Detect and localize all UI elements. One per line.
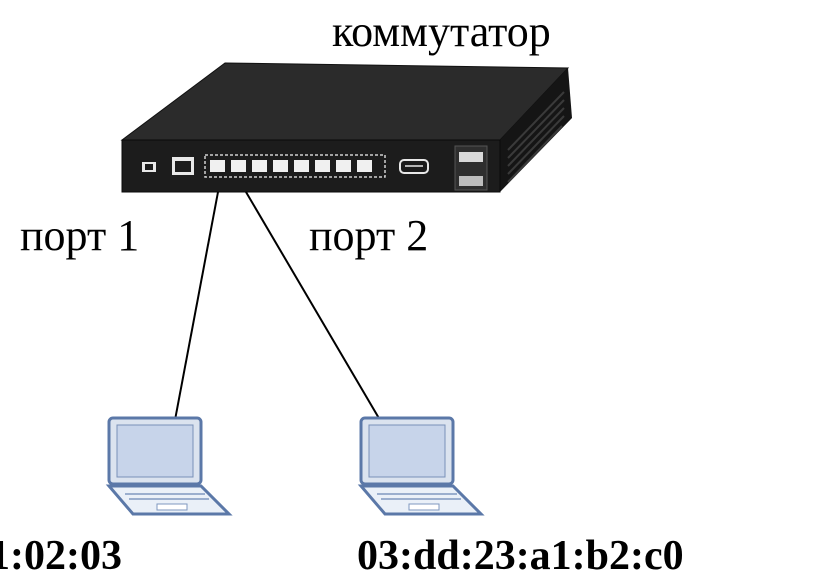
cable-port-1 bbox=[174, 191, 219, 421]
serial-port-icon bbox=[399, 159, 429, 174]
host-2-mac-address: 03:dd:23:a1:b2:c0 bbox=[357, 533, 684, 579]
switch-label: коммутатор bbox=[332, 7, 551, 56]
laptop-icon bbox=[105, 416, 233, 516]
console-port-icon bbox=[172, 157, 194, 175]
cable-port-2 bbox=[245, 191, 381, 421]
port-1-label: порт 1 bbox=[20, 211, 140, 260]
network-switch-icon bbox=[120, 62, 572, 193]
vent-slots bbox=[507, 91, 565, 183]
laptop-icon bbox=[357, 416, 485, 516]
usb-port-icon bbox=[142, 162, 156, 172]
ethernet-ports bbox=[204, 154, 386, 178]
host-1-mac-address: :01:02:03 bbox=[0, 533, 122, 579]
port-2-label: порт 2 bbox=[309, 211, 429, 260]
power-module-icon bbox=[454, 145, 488, 191]
